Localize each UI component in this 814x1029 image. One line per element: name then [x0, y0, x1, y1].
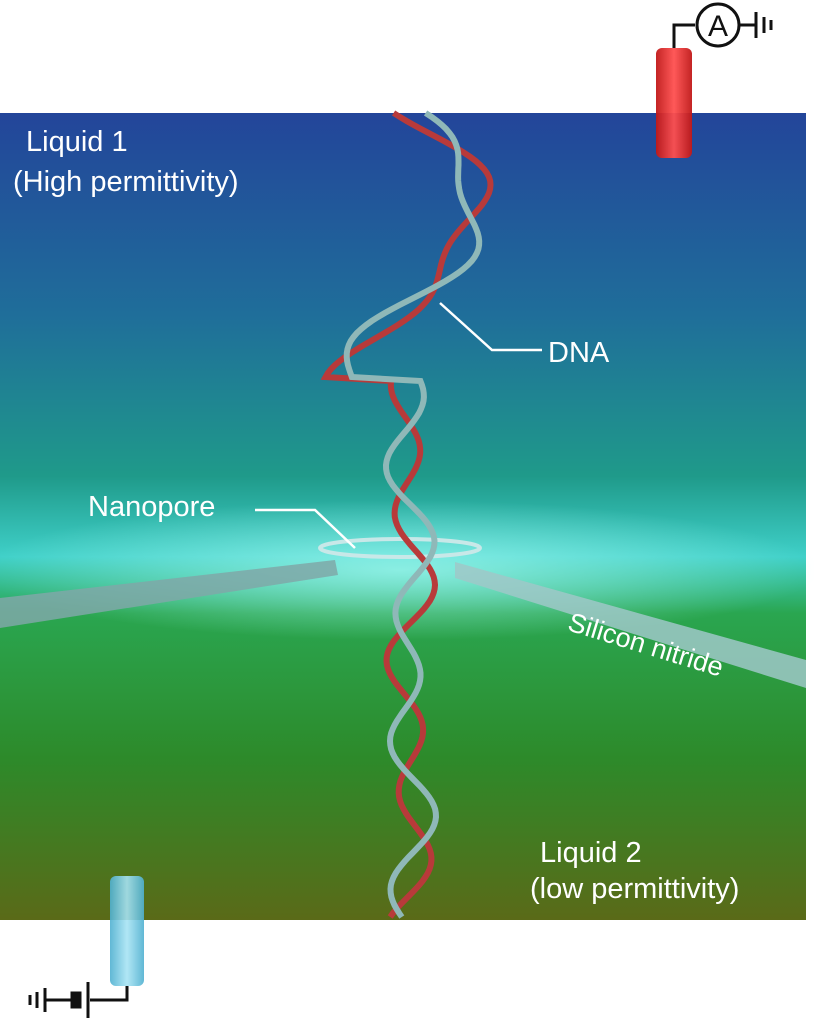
membrane-glow	[0, 500, 814, 640]
liquid1-label: Liquid 1	[26, 126, 128, 158]
liquid2-label: Liquid 2	[540, 837, 642, 869]
battery-icon	[46, 982, 90, 1018]
dna-strand-teal	[343, 110, 483, 919]
nanopore-label: Nanopore	[88, 491, 216, 523]
liquid1-permittivity-label: (High permittivity)	[13, 166, 239, 198]
liquid2-permittivity-label: (low permittivity)	[530, 873, 740, 905]
nanopore-ring	[318, 537, 482, 559]
silicon-nitride-membrane-left	[0, 560, 338, 628]
top-wire	[672, 23, 695, 48]
bottom-wire	[90, 986, 129, 1002]
silicon-nitride-membrane-right	[455, 562, 806, 688]
dna-label: DNA	[548, 337, 610, 369]
nanopore-leader-line	[255, 508, 356, 549]
dna-helix	[320, 110, 494, 919]
ground-icon-top	[754, 12, 773, 38]
dna-leader-line	[439, 302, 542, 352]
top-electrode	[656, 48, 692, 158]
bottom-electrode	[110, 876, 144, 986]
dna-strand-red	[320, 110, 494, 919]
ground-icon-bottom	[28, 988, 47, 1012]
ammeter-label: A	[708, 10, 728, 43]
